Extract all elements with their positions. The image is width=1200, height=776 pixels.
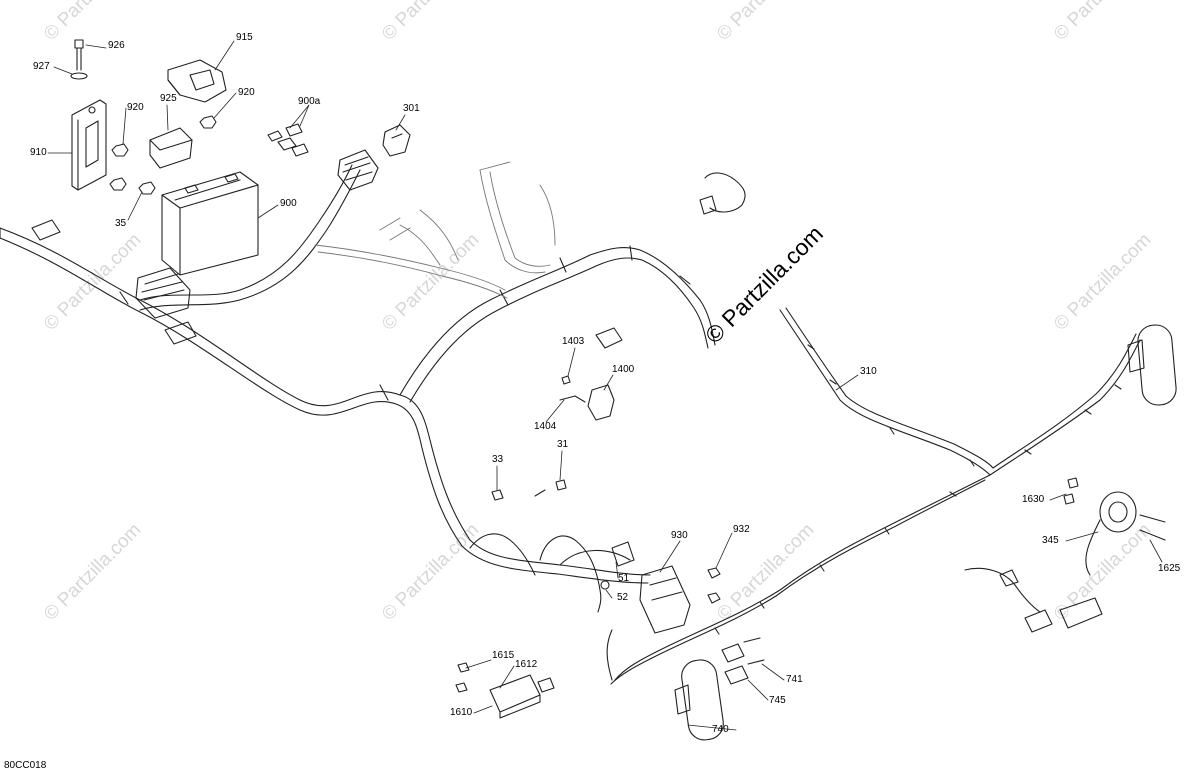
part-label-1404: 1404	[534, 421, 557, 432]
part-label-932: 932	[733, 524, 750, 535]
sensor-1400	[559, 327, 623, 421]
battery-bracket	[71, 99, 107, 191]
fuse-connector	[337, 149, 379, 191]
part-label-927: 927	[33, 61, 50, 72]
bracket-741-745	[721, 637, 765, 685]
holder-925	[149, 127, 193, 169]
part-label-1615: 1615	[492, 650, 515, 661]
ecu-connector	[135, 267, 191, 319]
part-label-1400: 1400	[612, 364, 635, 375]
connector-51-52	[600, 541, 635, 590]
part-label-1610: 1610	[450, 707, 473, 718]
part-label-1630: 1630	[1022, 494, 1045, 505]
bolts-31-33	[491, 479, 567, 501]
part-301	[382, 124, 411, 157]
part-label-345: 345	[1042, 535, 1059, 546]
part-label-925: 925	[160, 93, 177, 104]
part-label-900a: 900a	[298, 96, 321, 107]
terminal-cover	[167, 59, 227, 103]
leader-lines	[47, 40, 1163, 731]
nuts	[109, 115, 217, 195]
part-label-1612: 1612	[515, 659, 538, 670]
connector-cluster	[699, 172, 746, 215]
horn-assembly	[1063, 477, 1166, 576]
light-740	[674, 659, 724, 741]
fuse-parts	[267, 123, 309, 157]
part-label-915: 915	[236, 32, 253, 43]
part-label-900: 900	[280, 198, 297, 209]
part-label-1625: 1625	[1158, 563, 1181, 574]
diagram-code: 80CC018	[4, 760, 47, 771]
wire-assy-right	[964, 567, 1103, 633]
part-label-741: 741	[786, 674, 803, 685]
part-label-35: 35	[115, 218, 127, 229]
part-label-920: 920	[238, 87, 255, 98]
part-label-910: 910	[30, 147, 47, 158]
light-rear-right	[1127, 324, 1177, 406]
light-wire-harness	[606, 307, 1141, 685]
bolt-926	[70, 39, 88, 80]
part-label-930: 930	[671, 530, 688, 541]
part-label-31: 31	[557, 439, 569, 450]
part-label-745: 745	[769, 695, 786, 706]
part-label-52: 52	[617, 592, 629, 603]
part-label-740: 740	[712, 724, 729, 735]
part-label-310: 310	[860, 366, 877, 377]
module-930	[639, 565, 721, 634]
part-label-301: 301	[403, 103, 420, 114]
part-1610	[455, 662, 555, 719]
main-wire-harness	[0, 164, 716, 613]
part-label-1403: 1403	[562, 336, 585, 347]
part-label-926: 926	[108, 40, 125, 51]
battery	[161, 171, 259, 276]
part-label-920: 920	[127, 102, 144, 113]
frame-harness	[314, 161, 556, 299]
connector-left	[31, 219, 197, 345]
part-label-33: 33	[492, 454, 504, 465]
part-label-51: 51	[618, 573, 630, 584]
